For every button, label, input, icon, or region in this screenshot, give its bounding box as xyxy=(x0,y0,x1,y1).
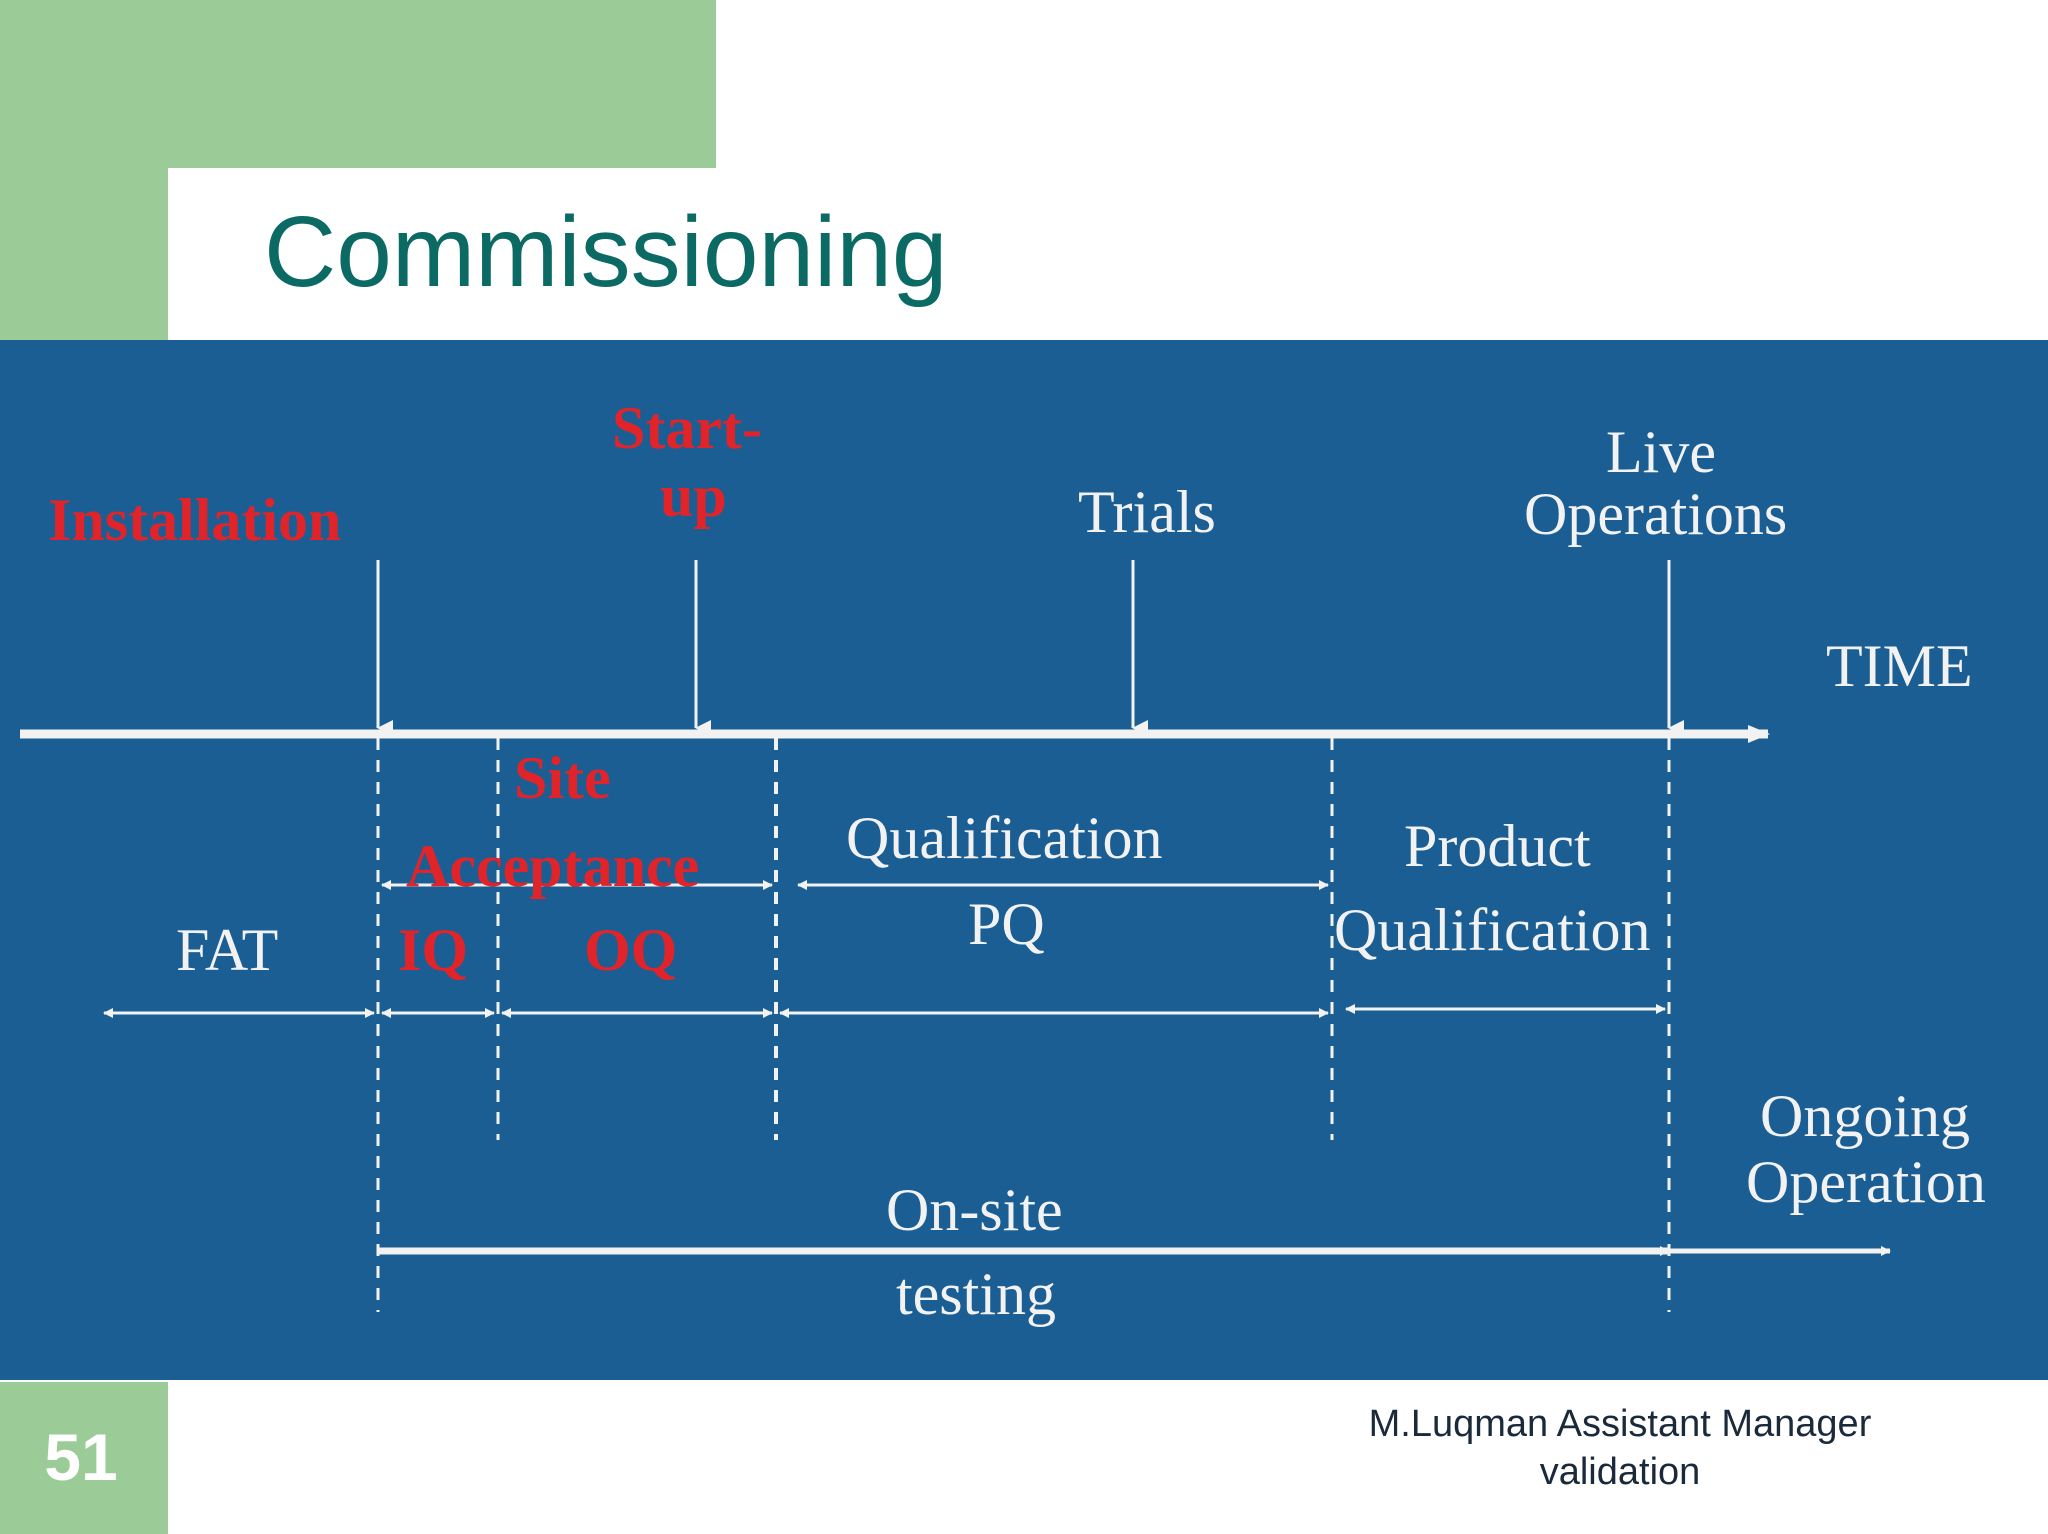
title-card xyxy=(168,168,2048,340)
label-onsite: On-site xyxy=(886,1177,1063,1243)
footer-credit: M.Luqman Assistant Manager validation xyxy=(1320,1400,1920,1496)
label-acceptance: Acceptance xyxy=(406,833,699,899)
label-startup-line2: up xyxy=(660,463,727,529)
label-live: Live xyxy=(1606,419,1716,485)
commissioning-timeline-diagram: Installation Start- up Trials Live Opera… xyxy=(0,340,2048,1380)
page-number: 51 xyxy=(44,1420,118,1494)
footer-department: validation xyxy=(1539,1451,1701,1493)
label-testing: testing xyxy=(896,1261,1056,1327)
label-startup-line1: Start- xyxy=(612,395,762,461)
footer-author: M.Luqman Assistant Manager xyxy=(1368,1403,1872,1445)
label-pq: PQ xyxy=(968,891,1045,957)
label-product-qualification: Qualification xyxy=(1334,897,1651,963)
label-operation: Operation xyxy=(1746,1149,1986,1215)
label-oq: OQ xyxy=(584,917,677,983)
page-number-box xyxy=(0,1382,168,1534)
label-site: Site xyxy=(514,745,611,811)
label-operations: Operations xyxy=(1524,481,1787,547)
label-fat: FAT xyxy=(176,917,278,983)
label-ongoing: Ongoing xyxy=(1760,1083,1970,1149)
label-iq: IQ xyxy=(398,917,468,983)
slide-title: Commissioning xyxy=(264,196,948,308)
label-qualification: Qualification xyxy=(846,805,1163,871)
label-time: TIME xyxy=(1826,633,1973,699)
label-product: Product xyxy=(1404,813,1591,879)
accent-band-left xyxy=(0,0,168,340)
label-trials: Trials xyxy=(1078,479,1216,545)
label-installation: Installation xyxy=(48,487,341,553)
